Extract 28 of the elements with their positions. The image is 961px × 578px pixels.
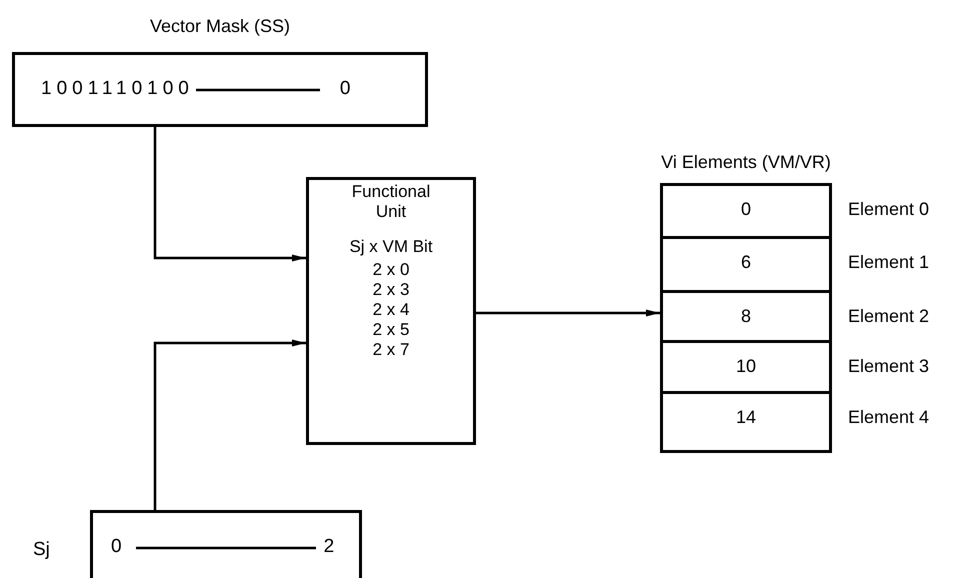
element-value: 8 bbox=[740, 305, 751, 328]
register-title: Vector Mask (SS) bbox=[150, 15, 290, 38]
element-label: Element 0 bbox=[848, 198, 930, 220]
element-label: Element 2 bbox=[848, 305, 930, 327]
element-label: Element 3 bbox=[848, 355, 930, 377]
register-label: Sj bbox=[33, 539, 50, 560]
operation-header: Sj x VM Bit bbox=[349, 236, 433, 258]
bit-string: 1001110100 bbox=[41, 77, 194, 102]
operation-text: 2 x 5 bbox=[372, 320, 410, 340]
element-value: 6 bbox=[740, 251, 751, 274]
operation-text: 2 x 4 bbox=[372, 300, 410, 320]
operation-text: 2 x 0 bbox=[372, 260, 410, 280]
bit-value: 0 bbox=[111, 536, 122, 558]
bit-value: 0 bbox=[340, 77, 350, 102]
register-title: Vi Elements (VM/VR) bbox=[661, 151, 831, 174]
operation-text: 2 x 7 bbox=[372, 340, 410, 360]
arrow bbox=[154, 340, 306, 510]
element-value: 14 bbox=[736, 406, 756, 429]
arrow bbox=[154, 127, 306, 262]
operation-text: 2 x 3 bbox=[372, 280, 410, 300]
arrow bbox=[476, 310, 660, 316]
element-label: Element 1 bbox=[848, 251, 930, 273]
element-value: 0 bbox=[740, 198, 751, 221]
bit-value: 2 bbox=[324, 536, 334, 558]
unit-title: Functional Unit bbox=[350, 182, 432, 222]
element-value: 10 bbox=[736, 355, 756, 378]
element-label: Element 4 bbox=[848, 406, 930, 428]
functional-unit-box bbox=[306, 177, 476, 445]
